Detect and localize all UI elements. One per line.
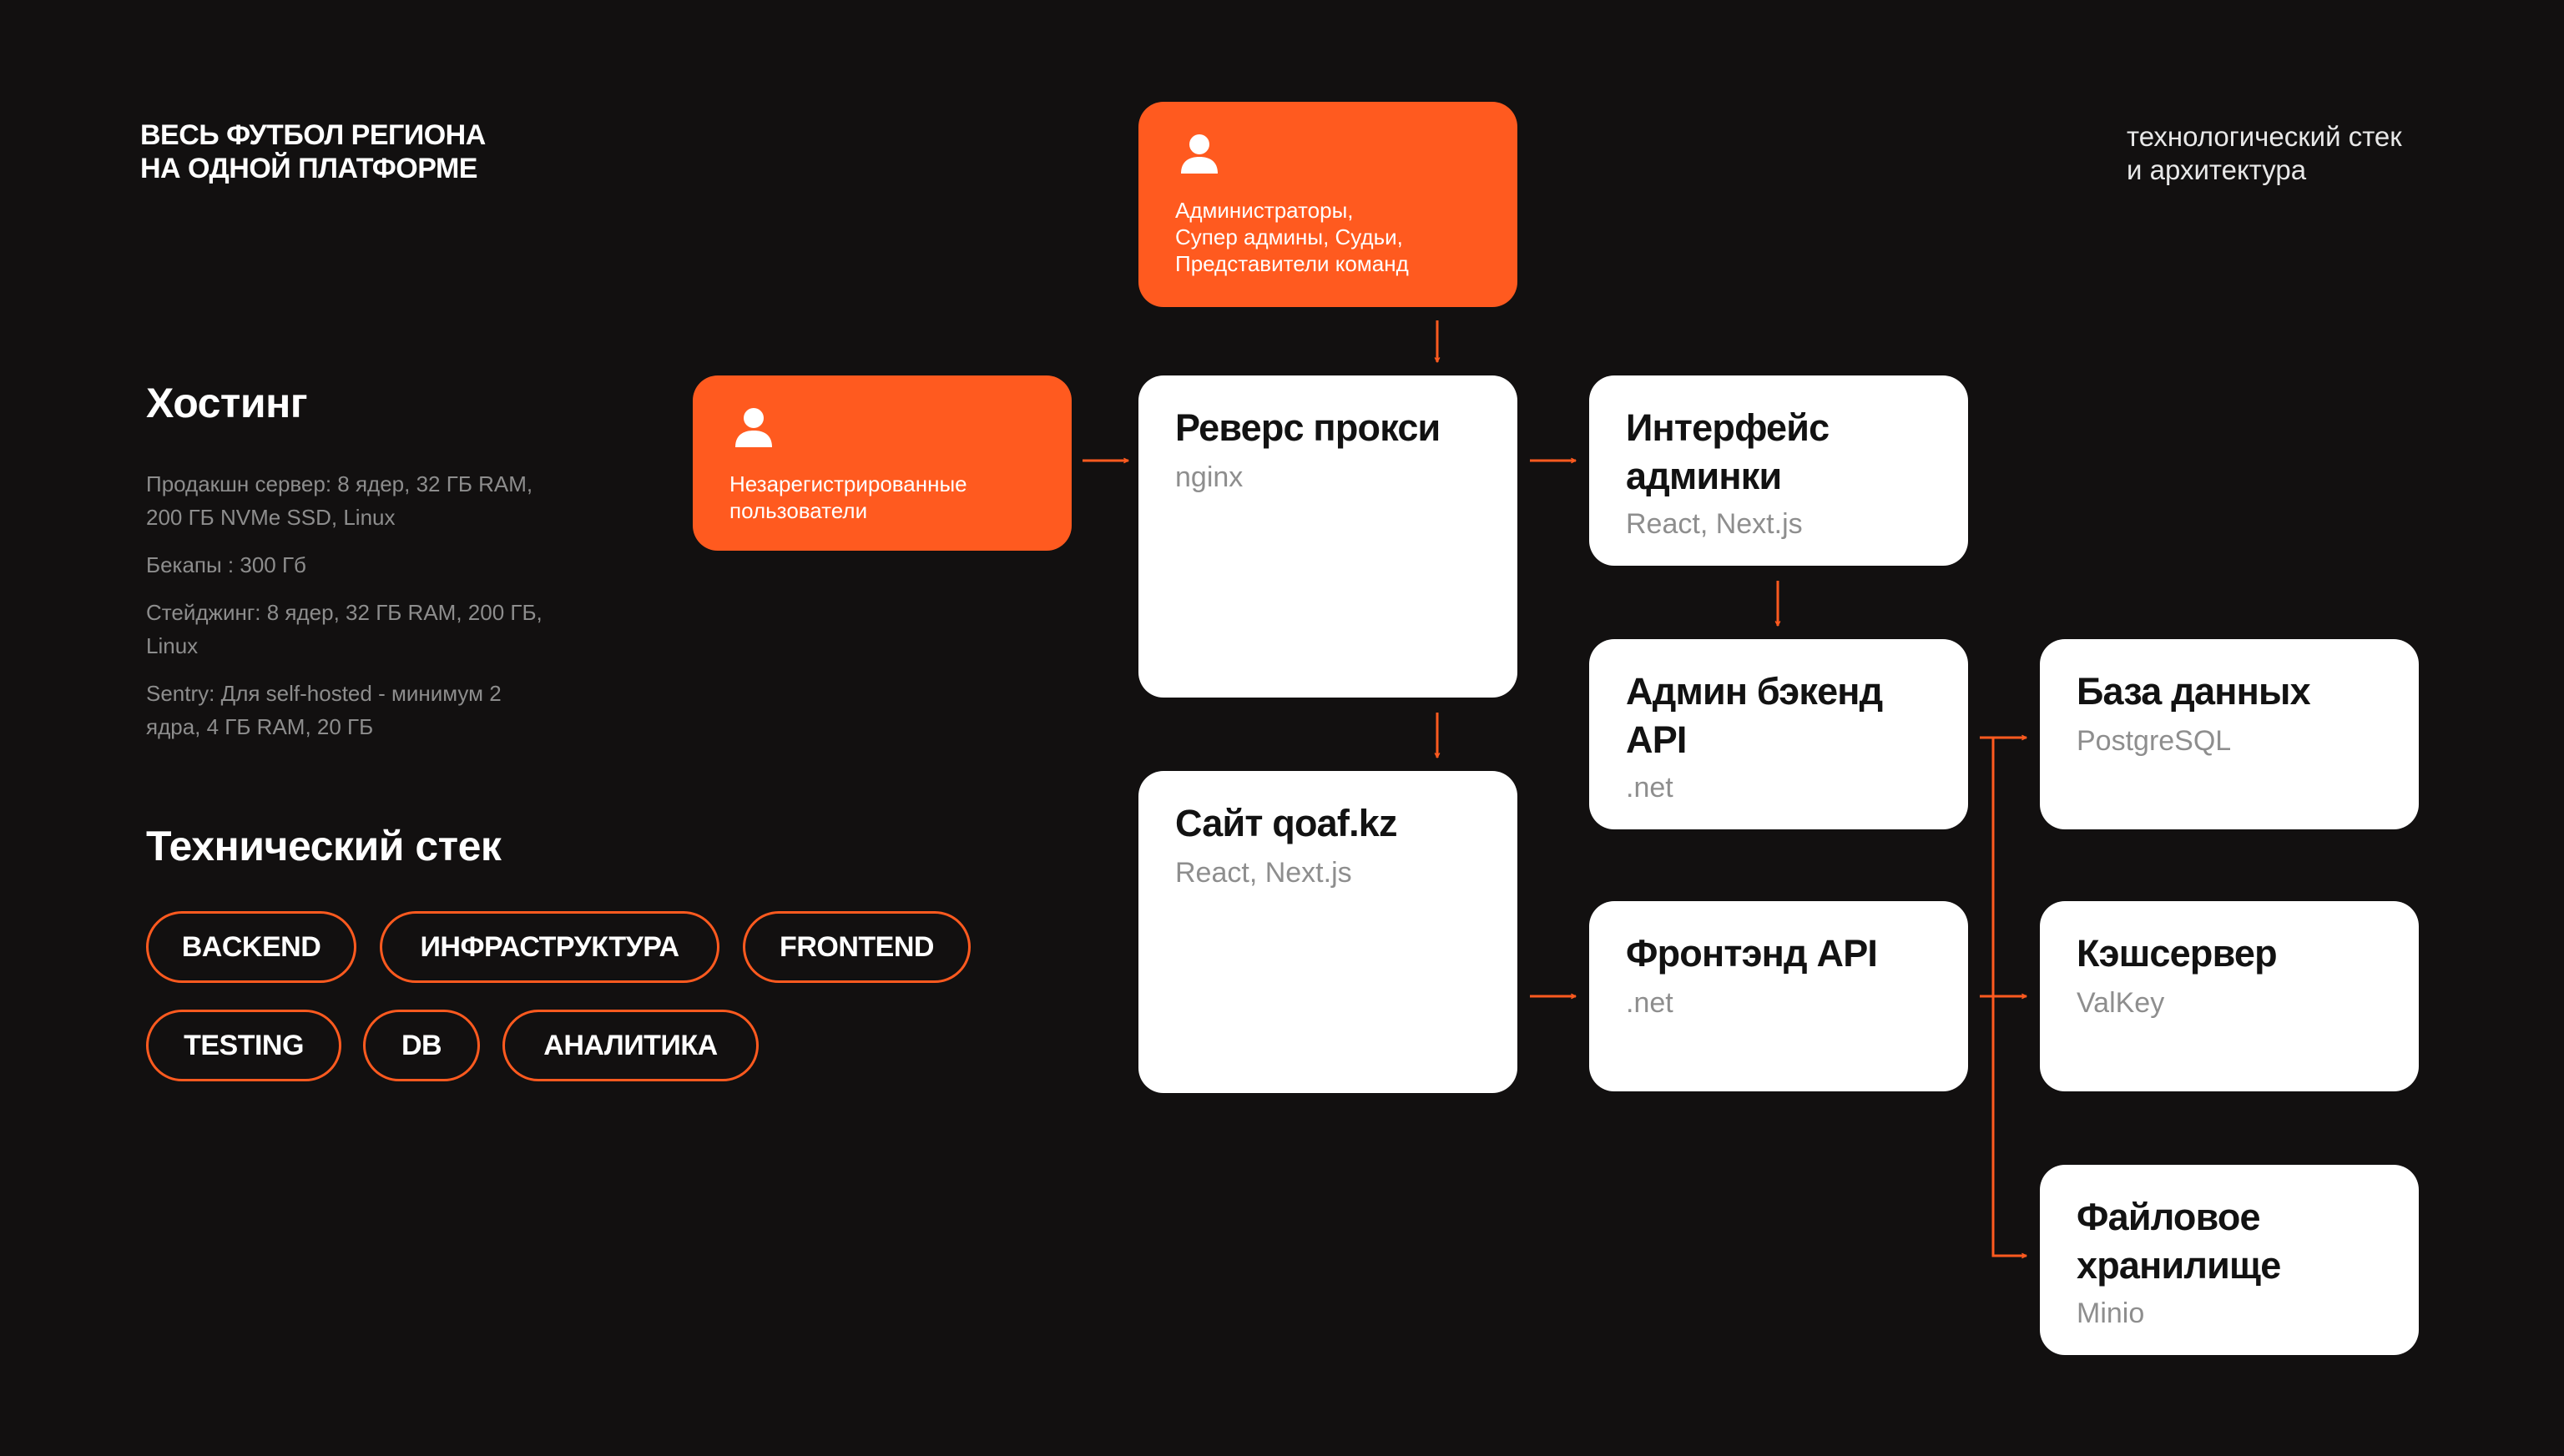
node-admin-api-title-line-1: Админ бэкенд (1626, 670, 1883, 713)
tag-analytics[interactable]: АНАЛИТИКА (502, 1010, 759, 1081)
node-database-title: База данных (2077, 670, 2311, 713)
node-file-storage-title-line-1: Файловое (2077, 1196, 2261, 1238)
tag-infrastructure[interactable]: ИНФРАСТРУКТУРА (380, 911, 719, 983)
node-site: Сайт qoaf.kz React, Next.js (1138, 771, 1517, 1093)
node-cache-server: Кэшсервер ValKey (2040, 901, 2419, 1091)
tag-frontend[interactable]: FRONTEND (743, 911, 971, 983)
slide-subtitle-line-1: технологический стек (2127, 121, 2402, 152)
node-admins: Администраторы, Супер админы, Судьи, Пре… (1138, 102, 1517, 307)
node-database: База данных PostgreSQL (2040, 639, 2419, 829)
node-site-title: Сайт qoaf.kz (1175, 802, 1398, 844)
node-admins-line-3: Представители команд (1175, 251, 1409, 276)
node-cache-server-title: Кэшсервер (2077, 932, 2278, 975)
node-admins-label: Администраторы, Супер админы, Судьи, Пре… (1175, 197, 1501, 277)
node-admins-line-1: Администраторы, (1175, 198, 1354, 223)
tag-db[interactable]: DB (363, 1010, 480, 1081)
user-icon (735, 408, 772, 447)
tech-stack-heading: Технический стек (146, 823, 502, 869)
node-file-storage: Файловое хранилище Minio (2040, 1165, 2419, 1355)
brand-title-line-1: ВЕСЬ ФУТБОЛ РЕГИОНА (140, 119, 486, 151)
node-admin-ui-title-line-2: админки (1626, 455, 1782, 497)
node-reverse-proxy-title: Реверс прокси (1175, 406, 1441, 449)
node-admin-ui: Интерфейс админки React, Next.js (1589, 375, 1968, 566)
brand-title: ВЕСЬ ФУТБОЛ РЕГИОНА НА ОДНОЙ ПЛАТФОРМЕ (140, 118, 486, 185)
slide-subtitle-line-2: и архитектура (2127, 154, 2307, 185)
hosting-item-backups: Бекапы : 300 Гб (146, 552, 306, 577)
node-file-storage-title: Файловое хранилище (2077, 1193, 2394, 1290)
node-frontend-api-tech: .net (1626, 987, 1673, 1019)
node-frontend-api: Фронтэнд API .net (1589, 901, 1968, 1091)
node-database-tech: PostgreSQL (2077, 725, 2232, 757)
hosting-item-sentry: Sentry: Для self-hosted - минимум 2 ядра… (146, 681, 502, 739)
node-admin-api-title-line-2: API (1626, 718, 1687, 761)
node-cache-server-tech: ValKey (2077, 987, 2165, 1019)
tag-testing[interactable]: TESTING (146, 1010, 341, 1081)
hosting-list: Продакшн сервер: 8 ядер, 32 ГБ RAM, 200 … (146, 467, 555, 758)
user-icon (1181, 134, 1218, 174)
node-reverse-proxy-tech: nginx (1175, 461, 1244, 493)
node-guests-label: Незарегистрированные пользователи (729, 471, 1055, 524)
node-file-storage-tech: Minio (2077, 1297, 2145, 1329)
node-guests-line-1: Незарегистрированные (729, 471, 967, 496)
tag-backend[interactable]: BACKEND (146, 911, 356, 983)
node-admin-api-title: Админ бэкенд API (1626, 668, 1943, 764)
hosting-item-production: Продакшн сервер: 8 ядер, 32 ГБ RAM, 200 … (146, 471, 533, 530)
node-file-storage-title-line-2: хранилище (2077, 1244, 2281, 1287)
node-admin-api: Админ бэкенд API .net (1589, 639, 1968, 829)
hosting-item-staging: Стейджинг: 8 ядер, 32 ГБ RAM, 200 ГБ, Li… (146, 600, 543, 658)
node-frontend-api-title: Фронтэнд API (1626, 932, 1878, 975)
brand-title-line-2: НА ОДНОЙ ПЛАТФОРМЕ (140, 153, 477, 184)
slide-subtitle: технологический стек и архитектура (2127, 120, 2402, 187)
node-admins-line-2: Супер админы, Судьи, (1175, 224, 1403, 249)
hosting-heading: Хостинг (146, 380, 308, 426)
node-admin-ui-title: Интерфейс админки (1626, 404, 1943, 501)
node-guests-line-2: пользователи (729, 498, 868, 523)
node-site-tech: React, Next.js (1175, 857, 1352, 889)
node-reverse-proxy: Реверс прокси nginx (1138, 375, 1517, 698)
node-admin-ui-title-line-1: Интерфейс (1626, 406, 1830, 449)
node-admin-ui-tech: React, Next.js (1626, 508, 1803, 540)
arrow-bus-vertical (1991, 738, 2026, 1256)
node-guests: Незарегистрированные пользователи (693, 375, 1072, 551)
node-admin-api-tech: .net (1626, 772, 1673, 804)
